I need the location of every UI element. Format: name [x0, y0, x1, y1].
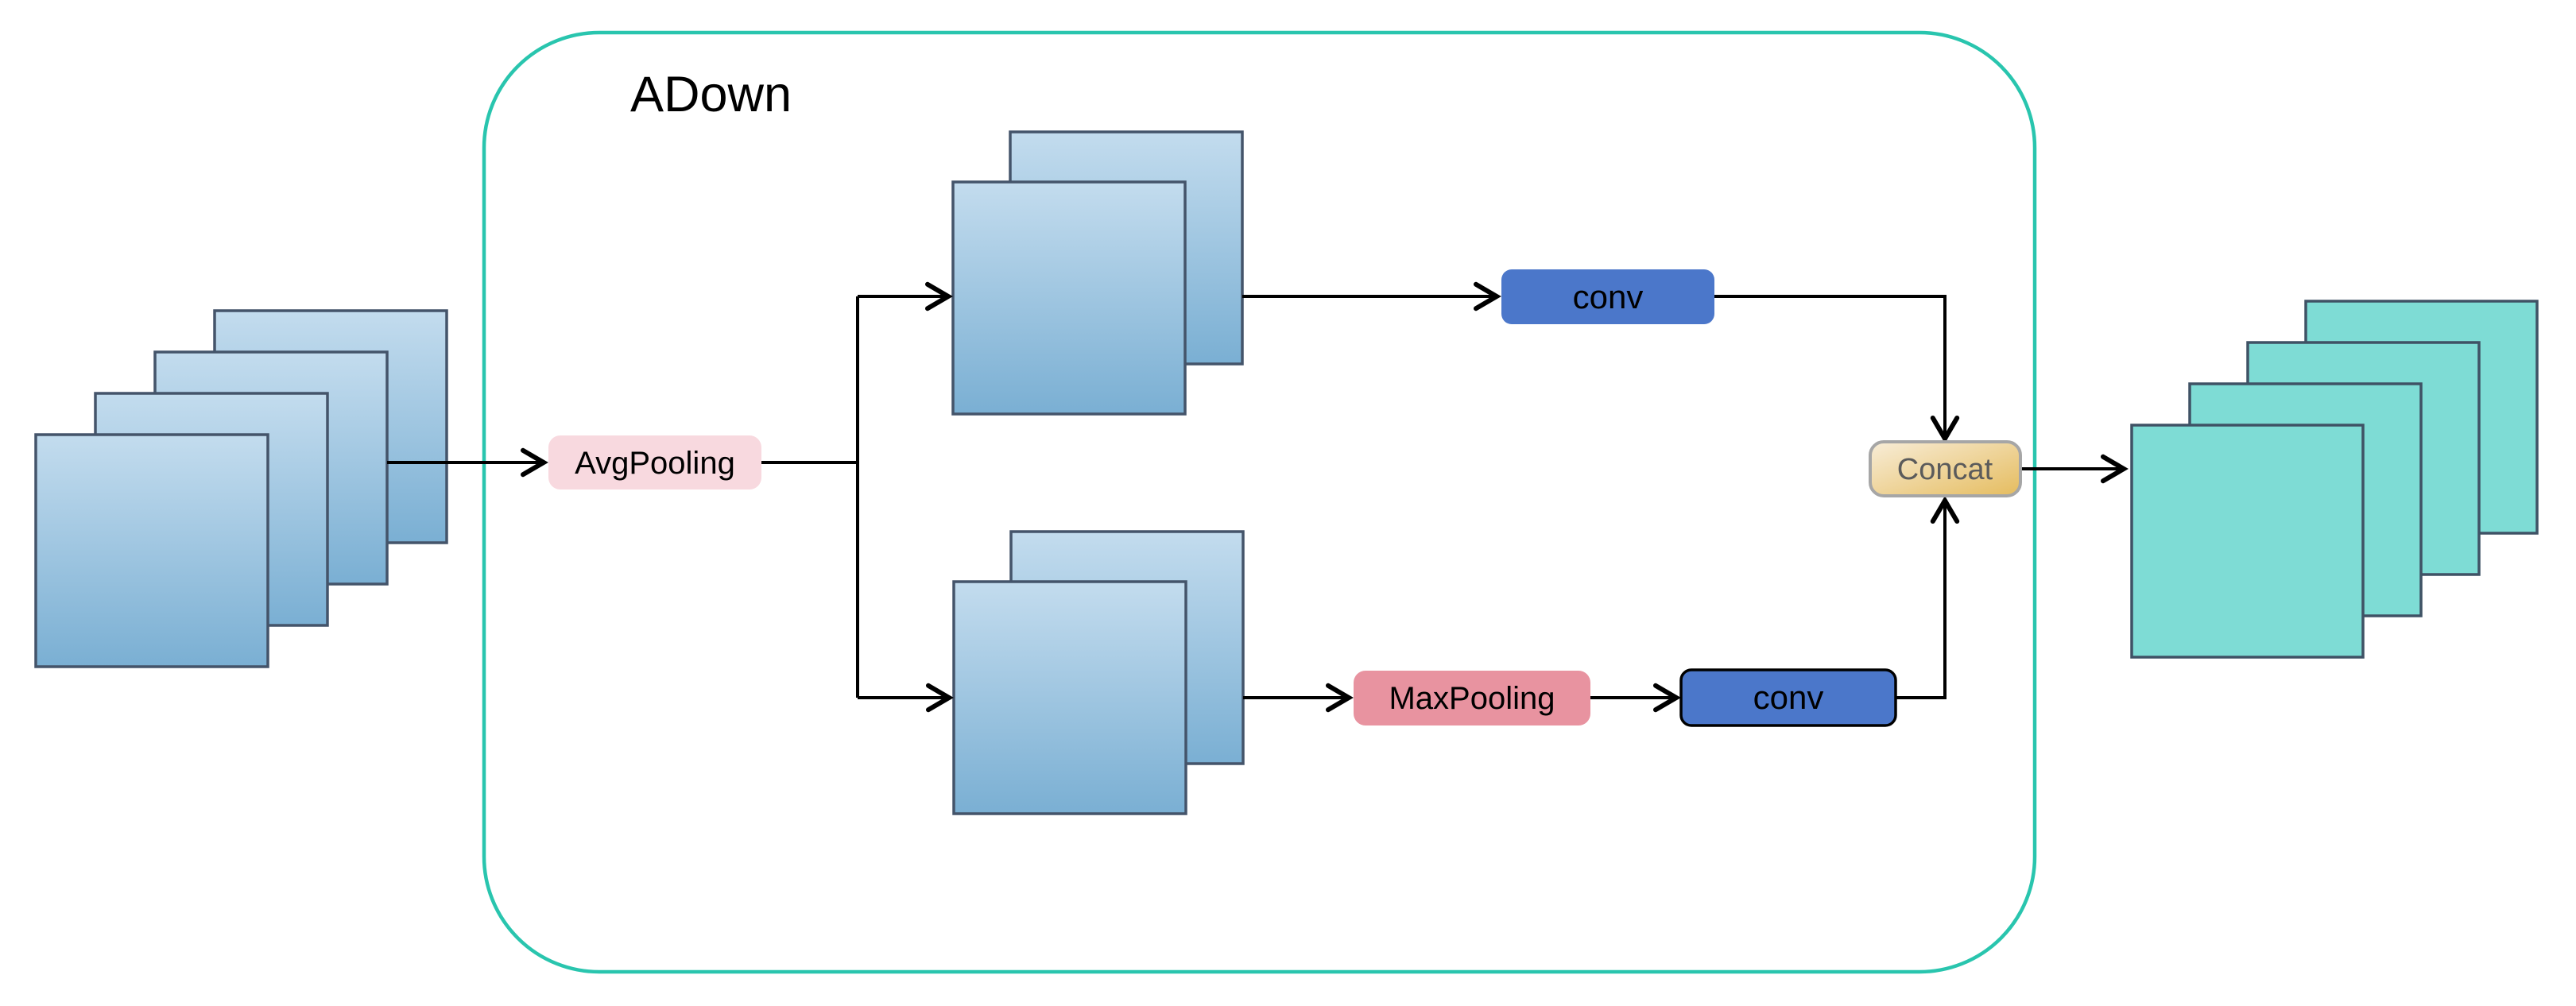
conv-bottom-label: conv: [1753, 679, 1824, 716]
maxpooling-box: [1354, 671, 1590, 725]
avgpooling-node: AvgPooling: [548, 435, 761, 489]
maxpooling-node: MaxPooling: [1354, 671, 1590, 725]
conv-bottom-node: conv: [1679, 668, 1897, 727]
feature-map-square: [2130, 424, 2365, 659]
concat-label: Concat: [1897, 453, 1993, 486]
maxpooling-label: MaxPooling: [1389, 681, 1555, 716]
adown-container-box: [482, 30, 2037, 974]
bottom-branch-stack: [952, 530, 1245, 815]
output-feature-stack: [2130, 300, 2539, 659]
input-feature-stack: [34, 309, 448, 668]
top-branch-stack: [951, 130, 1244, 416]
adown-title: ADown: [630, 67, 792, 122]
concat-node: Concat: [1869, 440, 2022, 497]
arrow-conv-to-concat-top: [1714, 295, 1960, 443]
flow-arrows: [387, 281, 2129, 713]
conv-top-box: [1501, 269, 1714, 324]
conv-top-label: conv: [1573, 278, 1644, 315]
conv-bottom-box: [1679, 668, 1897, 727]
feature-map-square: [951, 180, 1187, 416]
conv-top-node: conv: [1501, 269, 1714, 324]
arrow-conv-to-concat-bottom: [1896, 496, 1960, 699]
avgpooling-box: [548, 435, 761, 489]
concat-box: [1869, 440, 2022, 497]
feature-map-square: [34, 433, 269, 668]
avgpooling-label: AvgPooling: [575, 446, 735, 481]
feature-map-square: [952, 580, 1187, 815]
